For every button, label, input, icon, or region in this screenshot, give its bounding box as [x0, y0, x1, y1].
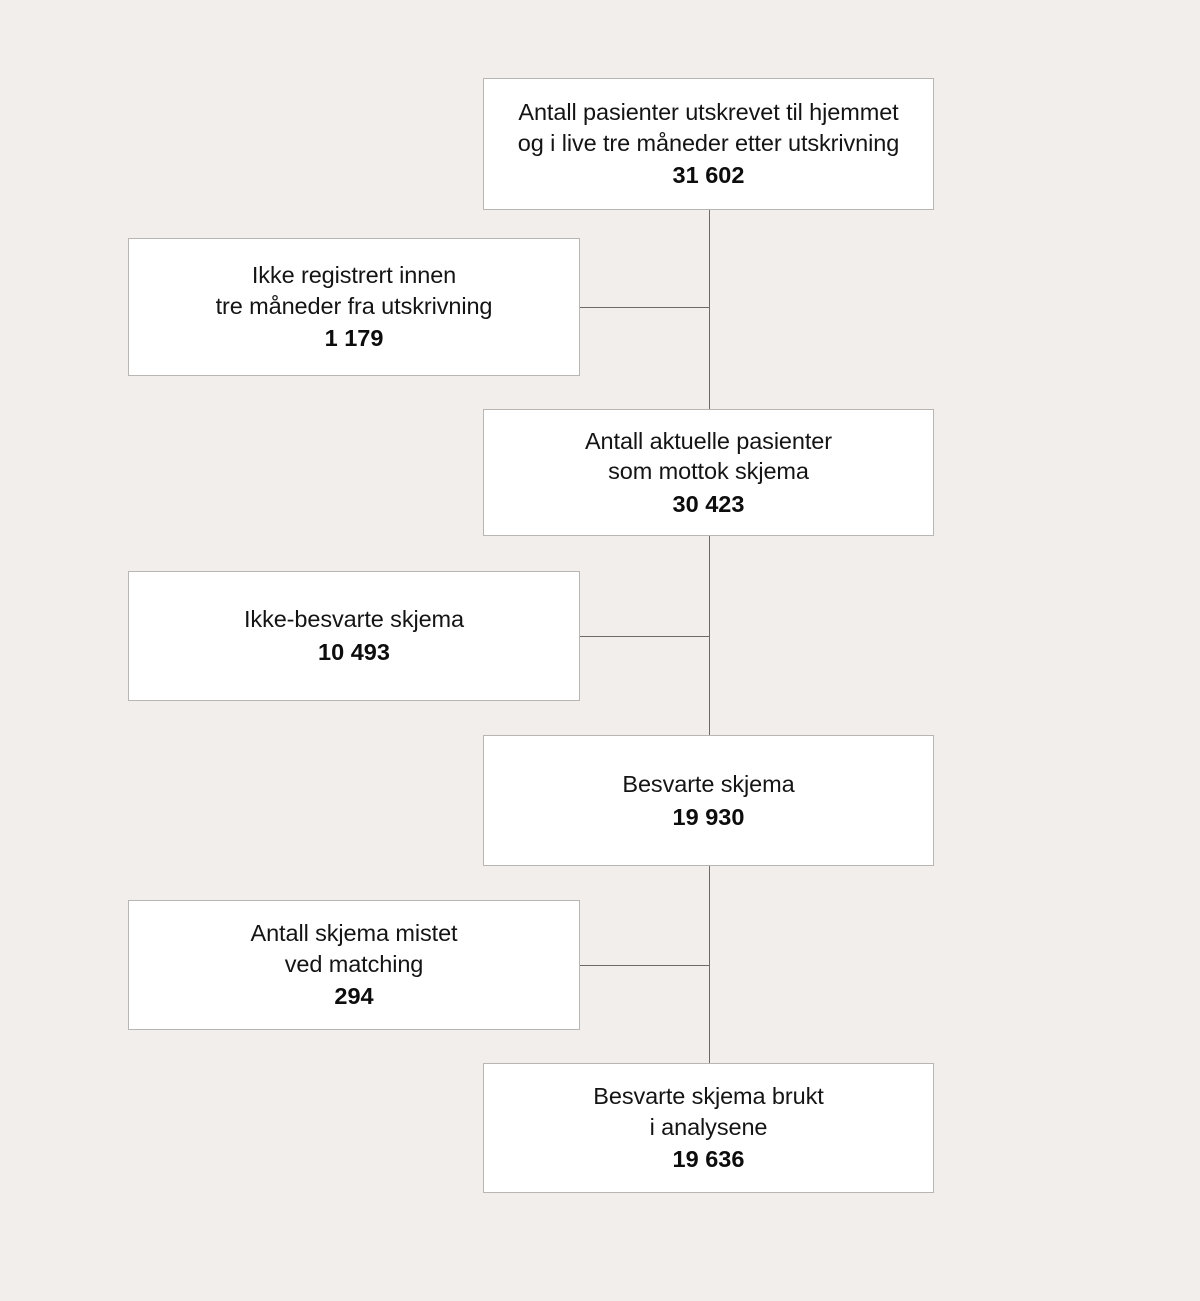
node-received-form: Antall aktuelle pasienter som mottok skj…	[483, 409, 934, 536]
node-lost-matching-value: 294	[334, 983, 374, 1010]
connector-received-to-answered	[709, 536, 710, 735]
node-unanswered-value: 10 493	[318, 639, 390, 665]
node-received-form-line-2: som mottok skjema	[608, 458, 809, 485]
node-answered: Besvarte skjema 19 930	[483, 735, 934, 866]
node-received-form-line-1: Antall aktuelle pasienter	[584, 427, 832, 454]
node-received-form-value: 30 423	[672, 490, 745, 517]
node-unanswered: Ikke-besvarte skjema 10 493	[128, 571, 580, 701]
node-lost-matching-line-1: Antall skjema mistet	[250, 920, 458, 947]
node-analysed-line-1: Besvarte skjema brukt	[593, 1083, 824, 1110]
node-discharged-line-2: og i live tre måneder etter utskrivning	[517, 129, 900, 156]
node-analysed-value: 19 636	[672, 1146, 745, 1173]
node-answered-line-1: Besvarte skjema	[622, 770, 795, 797]
node-discharged: Antall pasienter utskrevet til hjemmet o…	[483, 78, 934, 210]
node-analysed-line-2: i analysene	[649, 1113, 768, 1140]
node-not-registered: Ikke registrert innen tre måneder fra ut…	[128, 238, 580, 376]
node-discharged-line-1: Antall pasienter utskrevet til hjemmet	[518, 99, 899, 126]
node-unanswered-line-1: Ikke-besvarte skjema	[243, 606, 465, 633]
node-not-registered-line-1: Ikke registrert innen	[251, 262, 457, 289]
connector-branch-lost-matching	[580, 965, 709, 966]
connector-answered-to-analysed	[709, 866, 710, 1063]
connector-branch-unanswered	[580, 636, 709, 637]
node-lost-matching-line-2: ved matching	[284, 950, 424, 977]
connector-discharged-to-received	[709, 210, 710, 409]
node-lost-matching: Antall skjema mistet ved matching 294	[128, 900, 580, 1030]
node-answered-value: 19 930	[672, 803, 745, 830]
node-not-registered-value: 1 179	[324, 325, 384, 352]
node-discharged-value: 31 602	[672, 162, 745, 189]
node-not-registered-line-2: tre måneder fra utskrivning	[215, 292, 493, 319]
connector-branch-not-registered	[580, 307, 709, 308]
node-analysed: Besvarte skjema brukt i analysene 19 636	[483, 1063, 934, 1193]
